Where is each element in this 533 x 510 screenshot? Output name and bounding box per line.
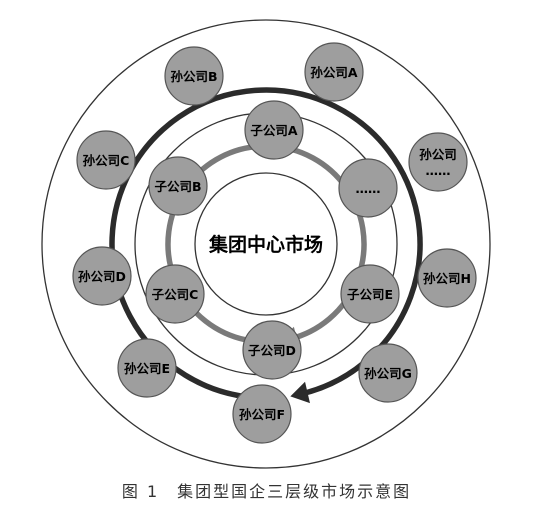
grandchild-circle [164, 46, 224, 106]
grandchild-node: 孙公司G [358, 343, 418, 403]
grandchild-label: 孙公司E [124, 361, 170, 376]
subsidiary-circle [340, 264, 400, 324]
grandchild-label: …… [426, 163, 451, 178]
subsidiary-label: 子公司D [248, 343, 296, 358]
subsidiary-node: 子公司D [242, 320, 302, 380]
grandchild-label: 孙公司H [423, 271, 471, 286]
grandchild-node: 孙公司B [164, 46, 224, 106]
grandchild-circle [72, 246, 132, 306]
grandchild-node: 孙公司…… [408, 132, 468, 192]
subsidiary-circle [148, 156, 208, 216]
outer-cycle-arrow [109, 87, 423, 401]
grandchild-circle [76, 130, 136, 190]
subsidiary-circle [242, 320, 302, 380]
grandchild-circle [417, 248, 477, 308]
grandchild-circle [358, 343, 418, 403]
subsidiary-label: 子公司E [347, 287, 393, 302]
outer-cycle-arrow-head [290, 381, 310, 404]
inner-ring [194, 172, 338, 316]
outer-ring [41, 19, 491, 469]
grandchild-circle [232, 384, 292, 444]
subsidiary-node: 子公司E [340, 264, 400, 324]
grandchild-label: 孙公司C [83, 153, 130, 168]
grandchild-label: 孙公司D [78, 269, 126, 284]
subsidiary-node: 子公司A [244, 100, 304, 160]
grandchild-label: 孙公司F [239, 407, 285, 422]
subsidiary-node: 子公司C [145, 264, 205, 324]
center-label: 集团中心市场 [208, 233, 323, 256]
grandchild-node: 孙公司E [117, 338, 177, 398]
subsidiary-node: 子公司B [148, 156, 208, 216]
subsidiary-label: 子公司A [250, 123, 298, 138]
subsidiary-label: …… [356, 181, 381, 196]
grandchild-label: 孙公司A [310, 65, 358, 80]
subsidiary-circle [338, 158, 398, 218]
subsidiary-node: …… [338, 158, 398, 218]
subsidiary-circle [244, 100, 304, 160]
grandchild-label: 孙公司B [170, 69, 217, 84]
subsidiary-layer: 子公司A …… 子公司E 子公司D 子公司C 子公司B [145, 100, 400, 380]
figure-caption: 图 1 集团型国企三层级市场示意图 [121, 482, 412, 501]
subsidiary-label: 子公司B [154, 179, 201, 194]
subsidiary-label: 子公司C [152, 287, 199, 302]
grandchild-node: 孙公司D [72, 246, 132, 306]
grandchild-circle [408, 132, 468, 192]
grandchild-node: 孙公司H [417, 248, 477, 308]
grandchild-circle [304, 42, 364, 102]
grandchild-circle [117, 338, 177, 398]
grandchild-label: 孙公司 [419, 147, 457, 162]
subsidiary-circle [145, 264, 205, 324]
grandchild-node: 孙公司F [232, 384, 292, 444]
grandchild-node: 孙公司C [76, 130, 136, 190]
grandchild-node: 孙公司A [304, 42, 364, 102]
grandchild-label: 孙公司G [364, 366, 412, 381]
